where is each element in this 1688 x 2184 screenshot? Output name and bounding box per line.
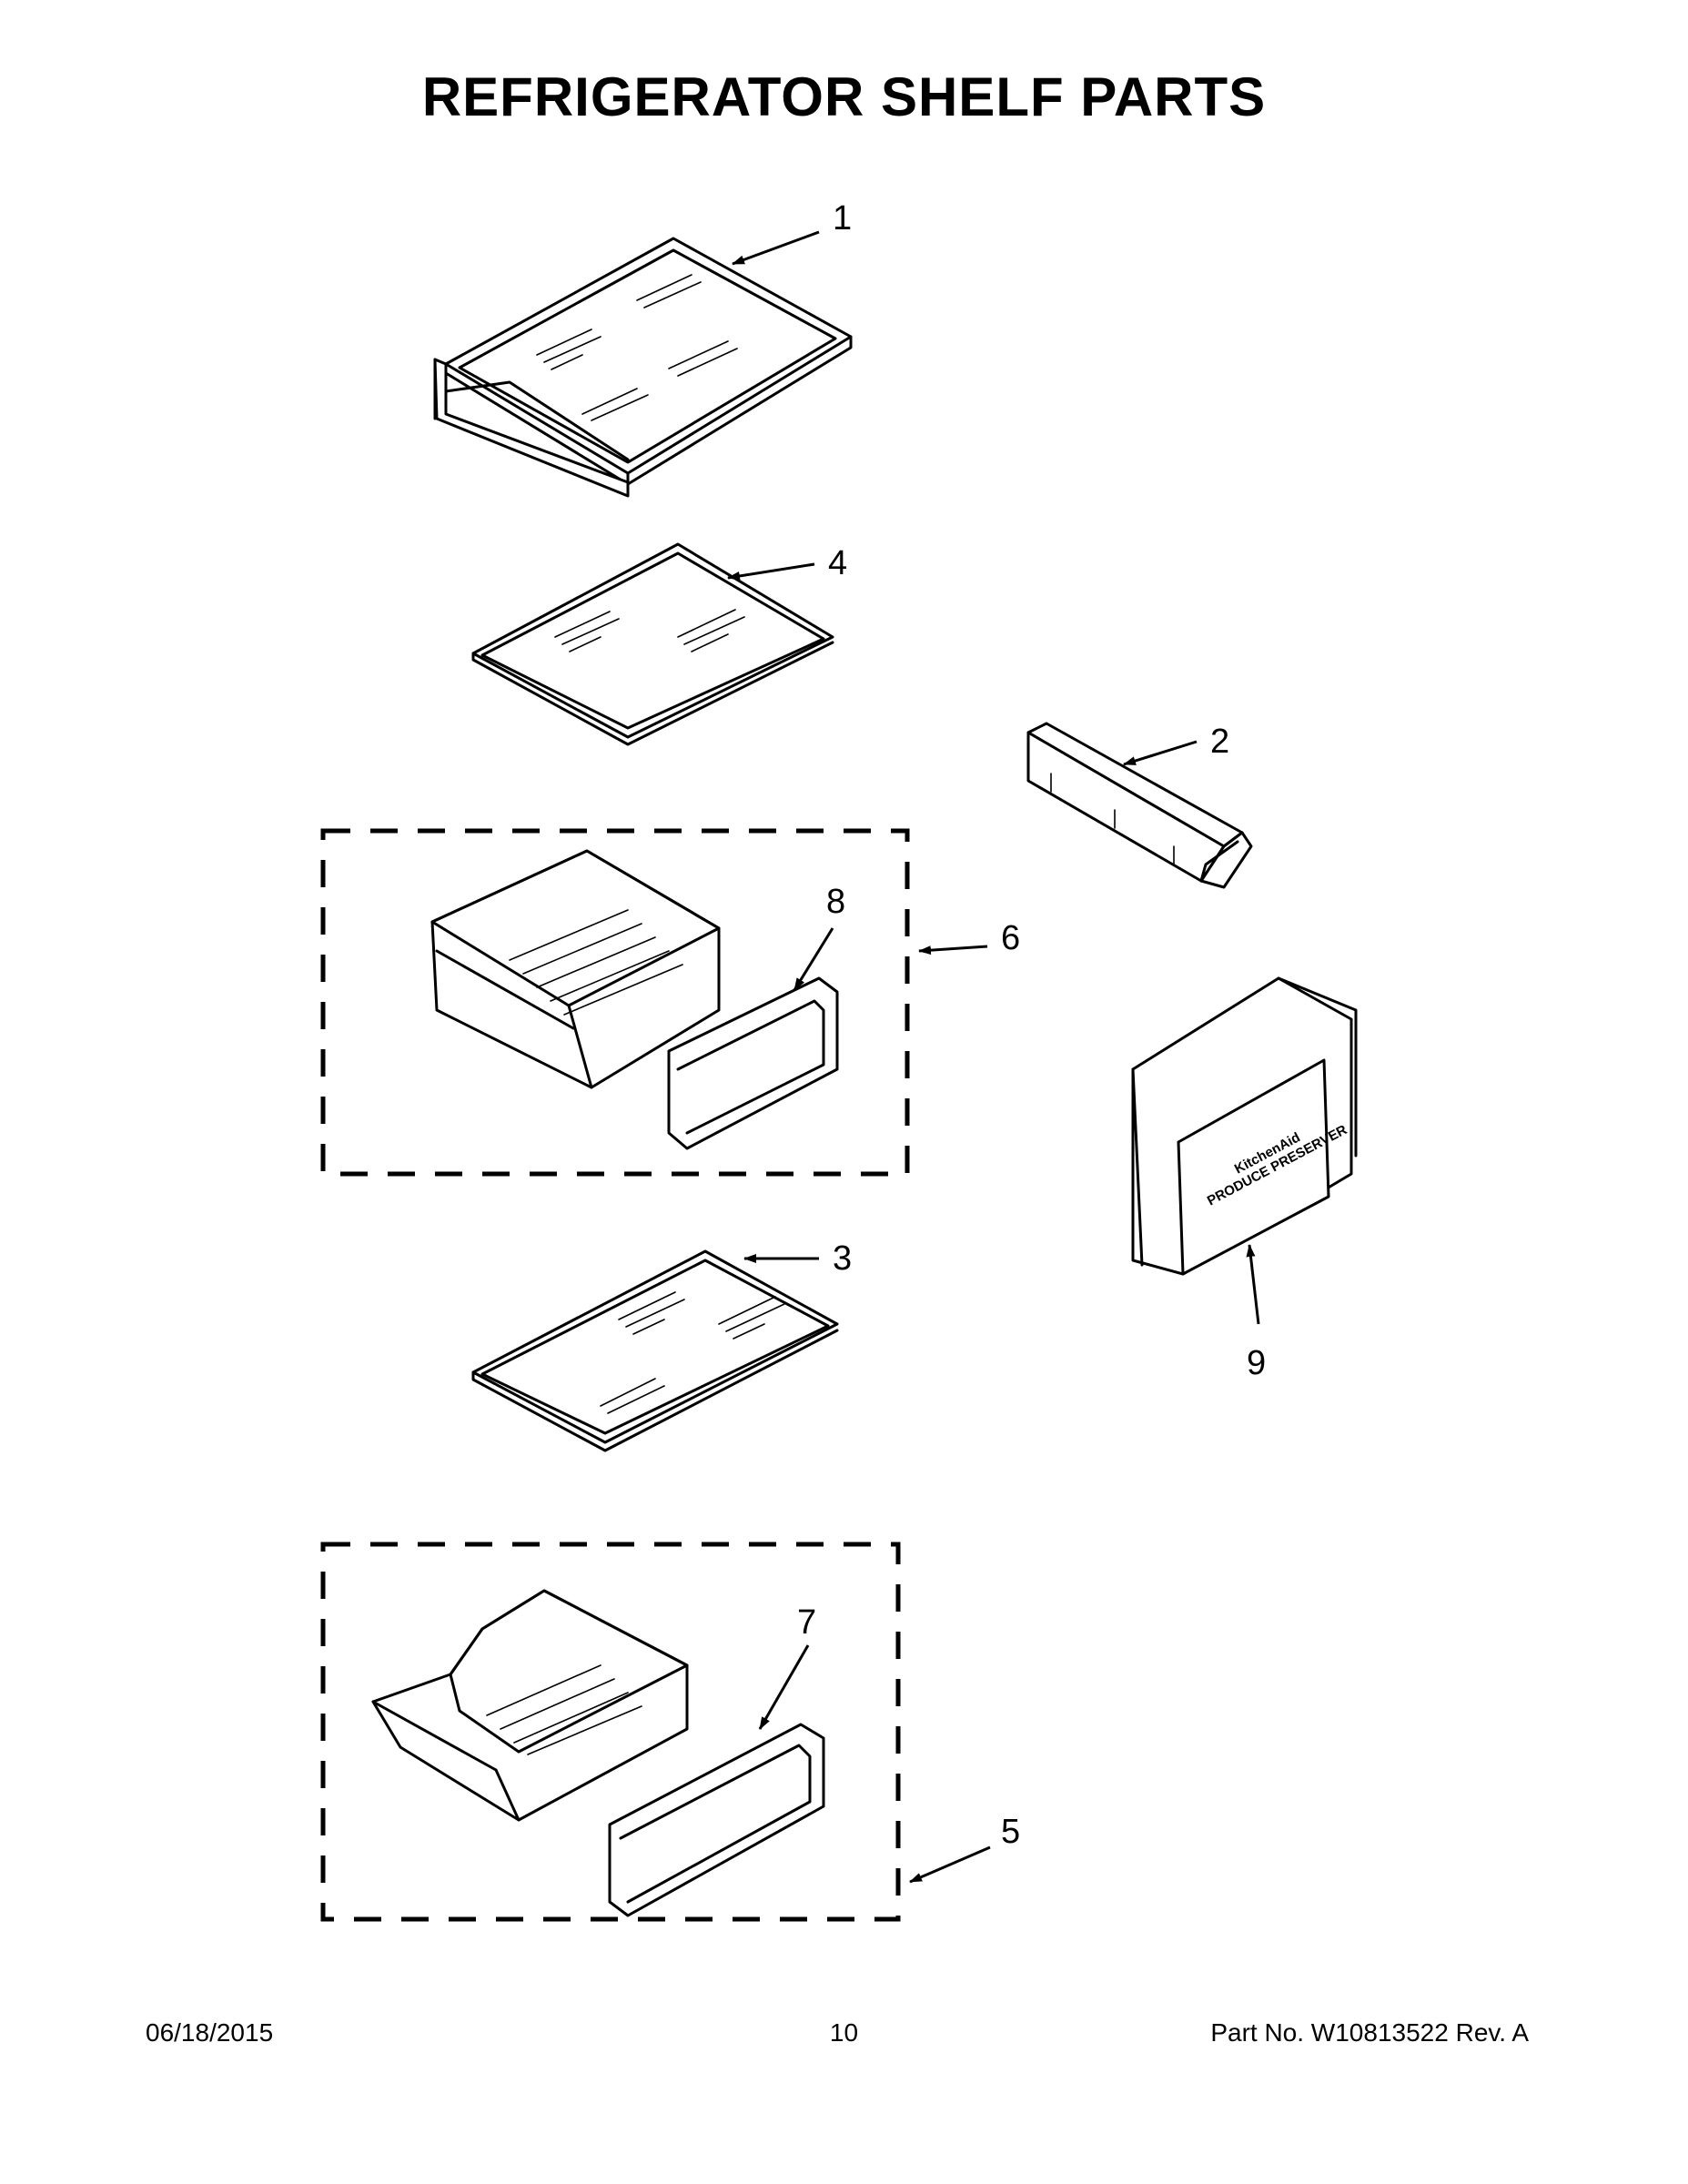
leader-2	[1123, 740, 1198, 766]
footer-part-number: Part No. W10813522 Rev. A	[1210, 2018, 1529, 2047]
assembly-6-boundary	[320, 828, 910, 1177]
page-title: REFRIGERATOR SHELF PARTS	[421, 66, 1267, 127]
part-6-crisper-drawer	[430, 849, 721, 1089]
part-3-glass-shelf	[471, 1249, 839, 1452]
callout-8: 8	[826, 883, 845, 921]
part-1-shelf-assembly	[433, 237, 853, 498]
callout-6: 6	[1001, 919, 1020, 957]
part-5-deli-drawer	[371, 1589, 689, 1822]
callout-2: 2	[1210, 723, 1229, 761]
leader-8	[793, 927, 834, 991]
leader-4	[727, 562, 815, 581]
footer-page-number: 10	[829, 2018, 859, 2047]
leader-5	[909, 1845, 991, 1884]
part-9-produce-preserver: KitchenAid PRODUCE PRESERVER	[1131, 976, 1358, 1276]
assembly-5-boundary	[320, 1542, 901, 1922]
footer-date: 06/18/2015	[146, 2018, 274, 2047]
callout-9: 9	[1247, 1344, 1266, 1382]
leader-6	[918, 945, 988, 956]
leader-9	[1246, 1244, 1260, 1325]
part-2-shelf-support	[1026, 722, 1253, 889]
leader-7	[758, 1644, 810, 1730]
callout-7: 7	[797, 1603, 816, 1642]
callout-1: 1	[833, 199, 852, 238]
callout-4: 4	[828, 544, 847, 582]
callout-3: 3	[833, 1239, 852, 1278]
part-7-drawer-front	[608, 1723, 825, 1917]
part-4-glass-shelf	[471, 542, 834, 746]
leader-1	[732, 230, 820, 266]
callout-5: 5	[1001, 1813, 1020, 1851]
part-8-drawer-front	[667, 976, 839, 1150]
